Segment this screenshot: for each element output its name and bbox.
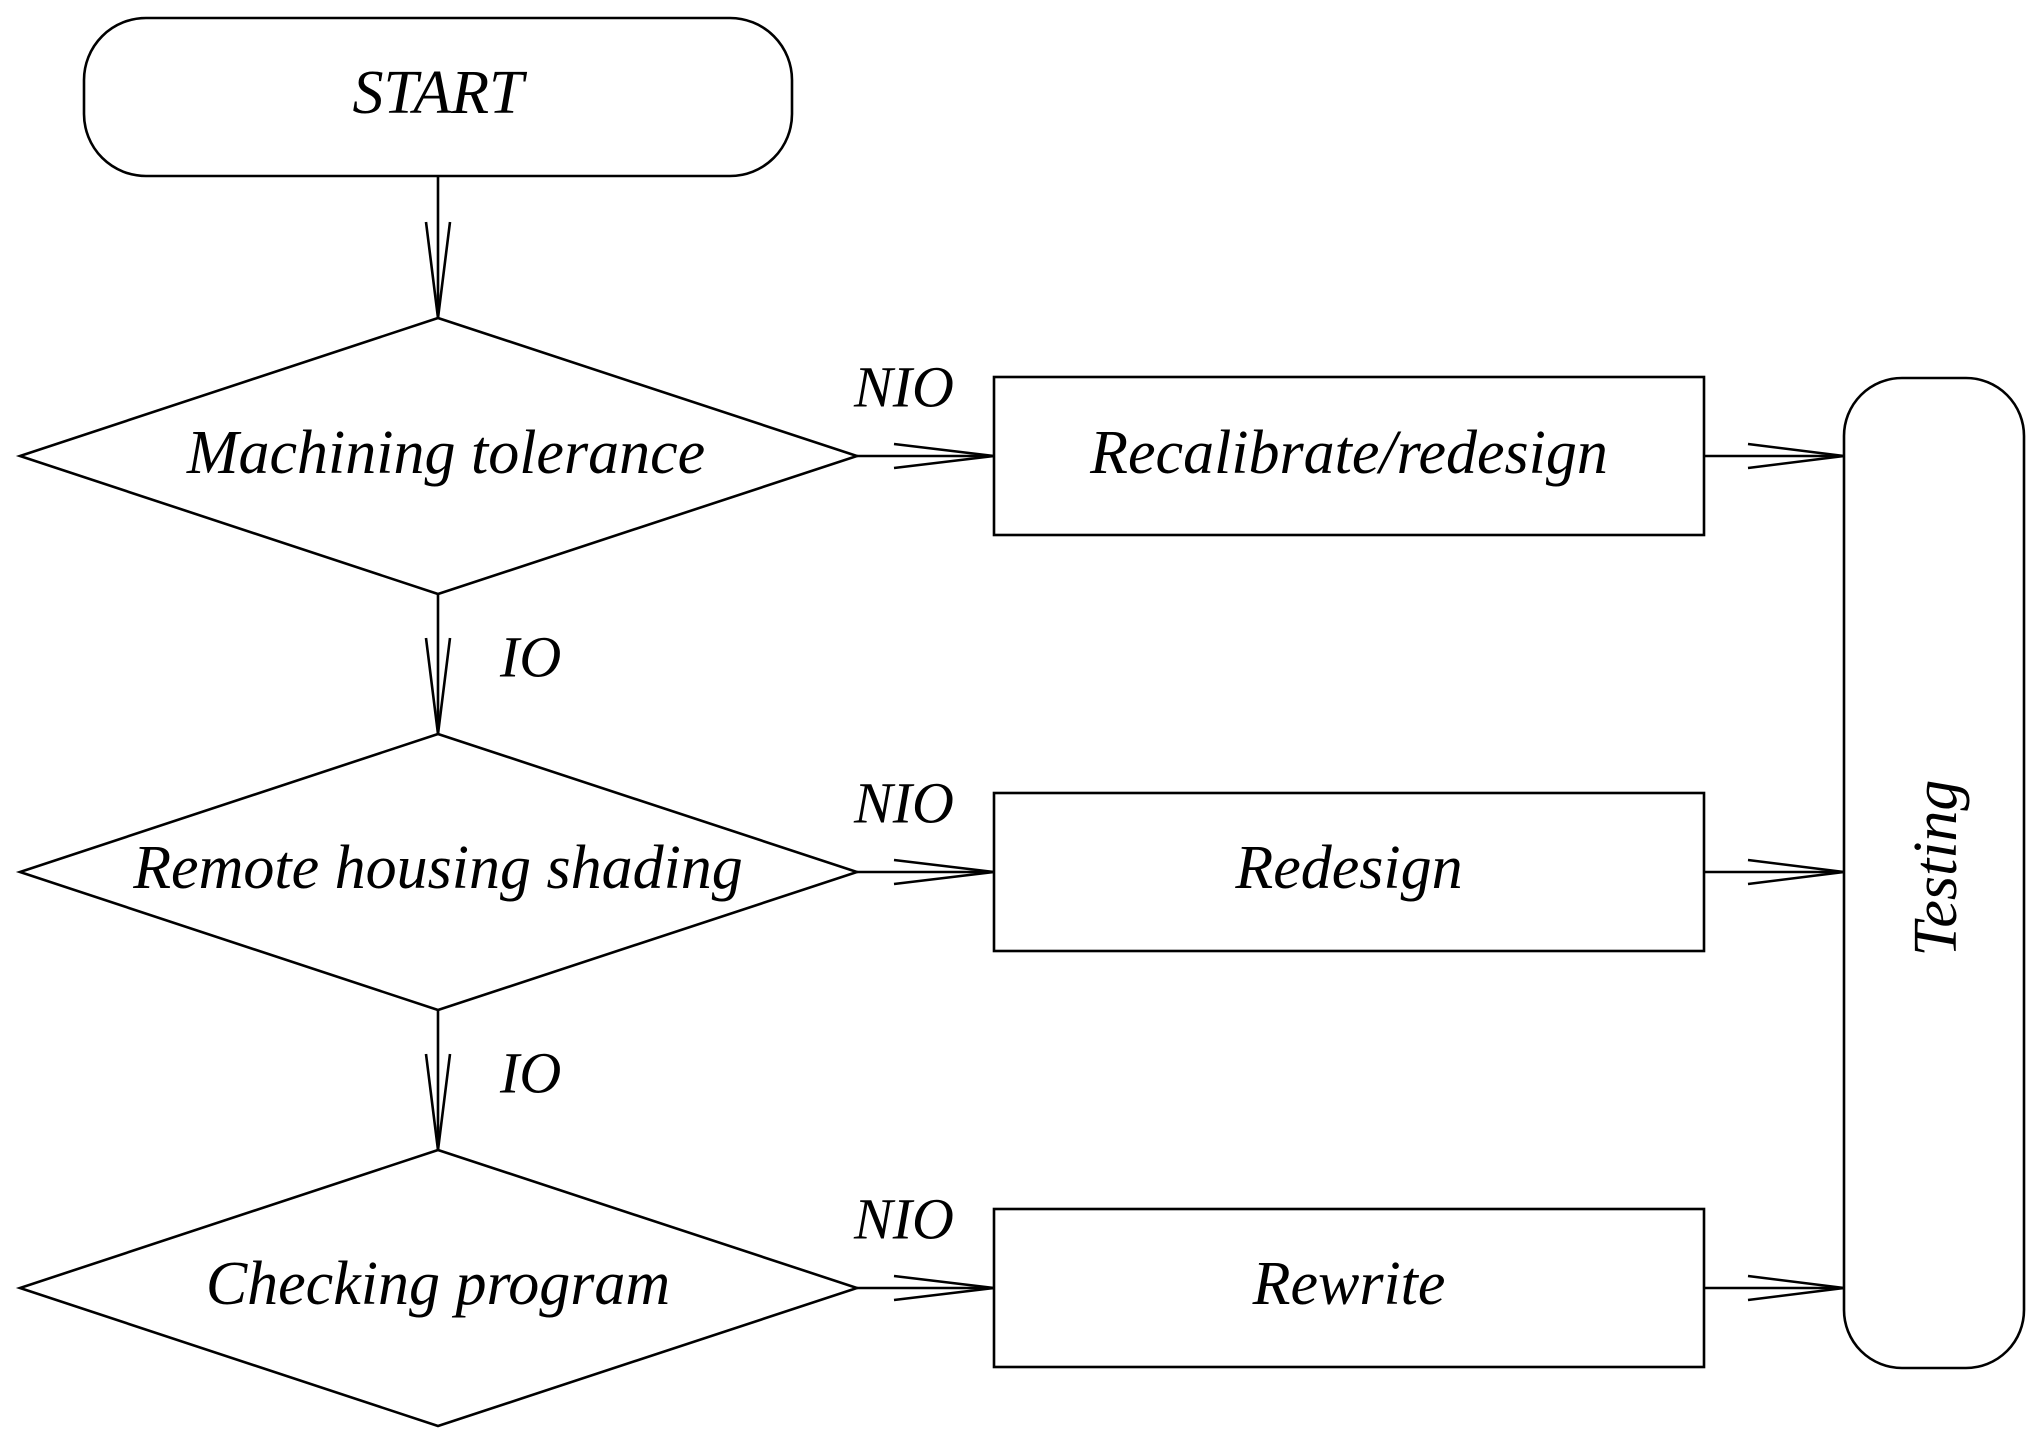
decision-checking-program: Checking program [15,1148,862,1428]
checking-nio-label: NIO [853,1186,954,1251]
remote-housing-shading-label: Remote housing shading [132,834,743,902]
remote-nio-label: NIO [853,770,954,835]
rewrite-label: Rewrite [1252,1250,1446,1318]
arrow-remote-to-checking [424,1010,452,1151]
arrow-recalibrate-to-testing [1704,442,1845,470]
remote-io-label: IO [499,1040,561,1105]
testing-node: Testing [1842,376,2026,1370]
process-redesign: Redesign [992,791,1706,953]
start-node: START [82,16,794,178]
process-recalibrate-redesign: Recalibrate/redesign [992,375,1706,537]
process-rewrite: Rewrite [992,1207,1706,1369]
redesign-label: Redesign [1234,834,1462,902]
machining-tolerance-label: Machining tolerance [186,419,705,487]
arrow-rewrite-to-testing [1704,1274,1845,1302]
arrow-redesign-to-testing [1704,858,1845,886]
machining-nio-label: NIO [853,354,954,419]
arrow-machining-to-recalibrate [857,442,995,470]
start-label: START [352,59,528,127]
arrow-start-to-machining [424,176,452,319]
decision-machining-tolerance: Machining tolerance [15,316,862,596]
testing-label: Testing [1902,780,1970,957]
arrow-machining-to-remote [424,594,452,735]
decision-remote-housing-shading: Remote housing shading [15,732,862,1012]
arrow-remote-to-redesign [857,858,995,886]
checking-program-label: Checking program [206,1250,670,1318]
recalibrate-redesign-label: Recalibrate/redesign [1089,419,1608,487]
machining-io-label: IO [499,624,561,689]
arrow-checking-to-rewrite [857,1274,995,1302]
